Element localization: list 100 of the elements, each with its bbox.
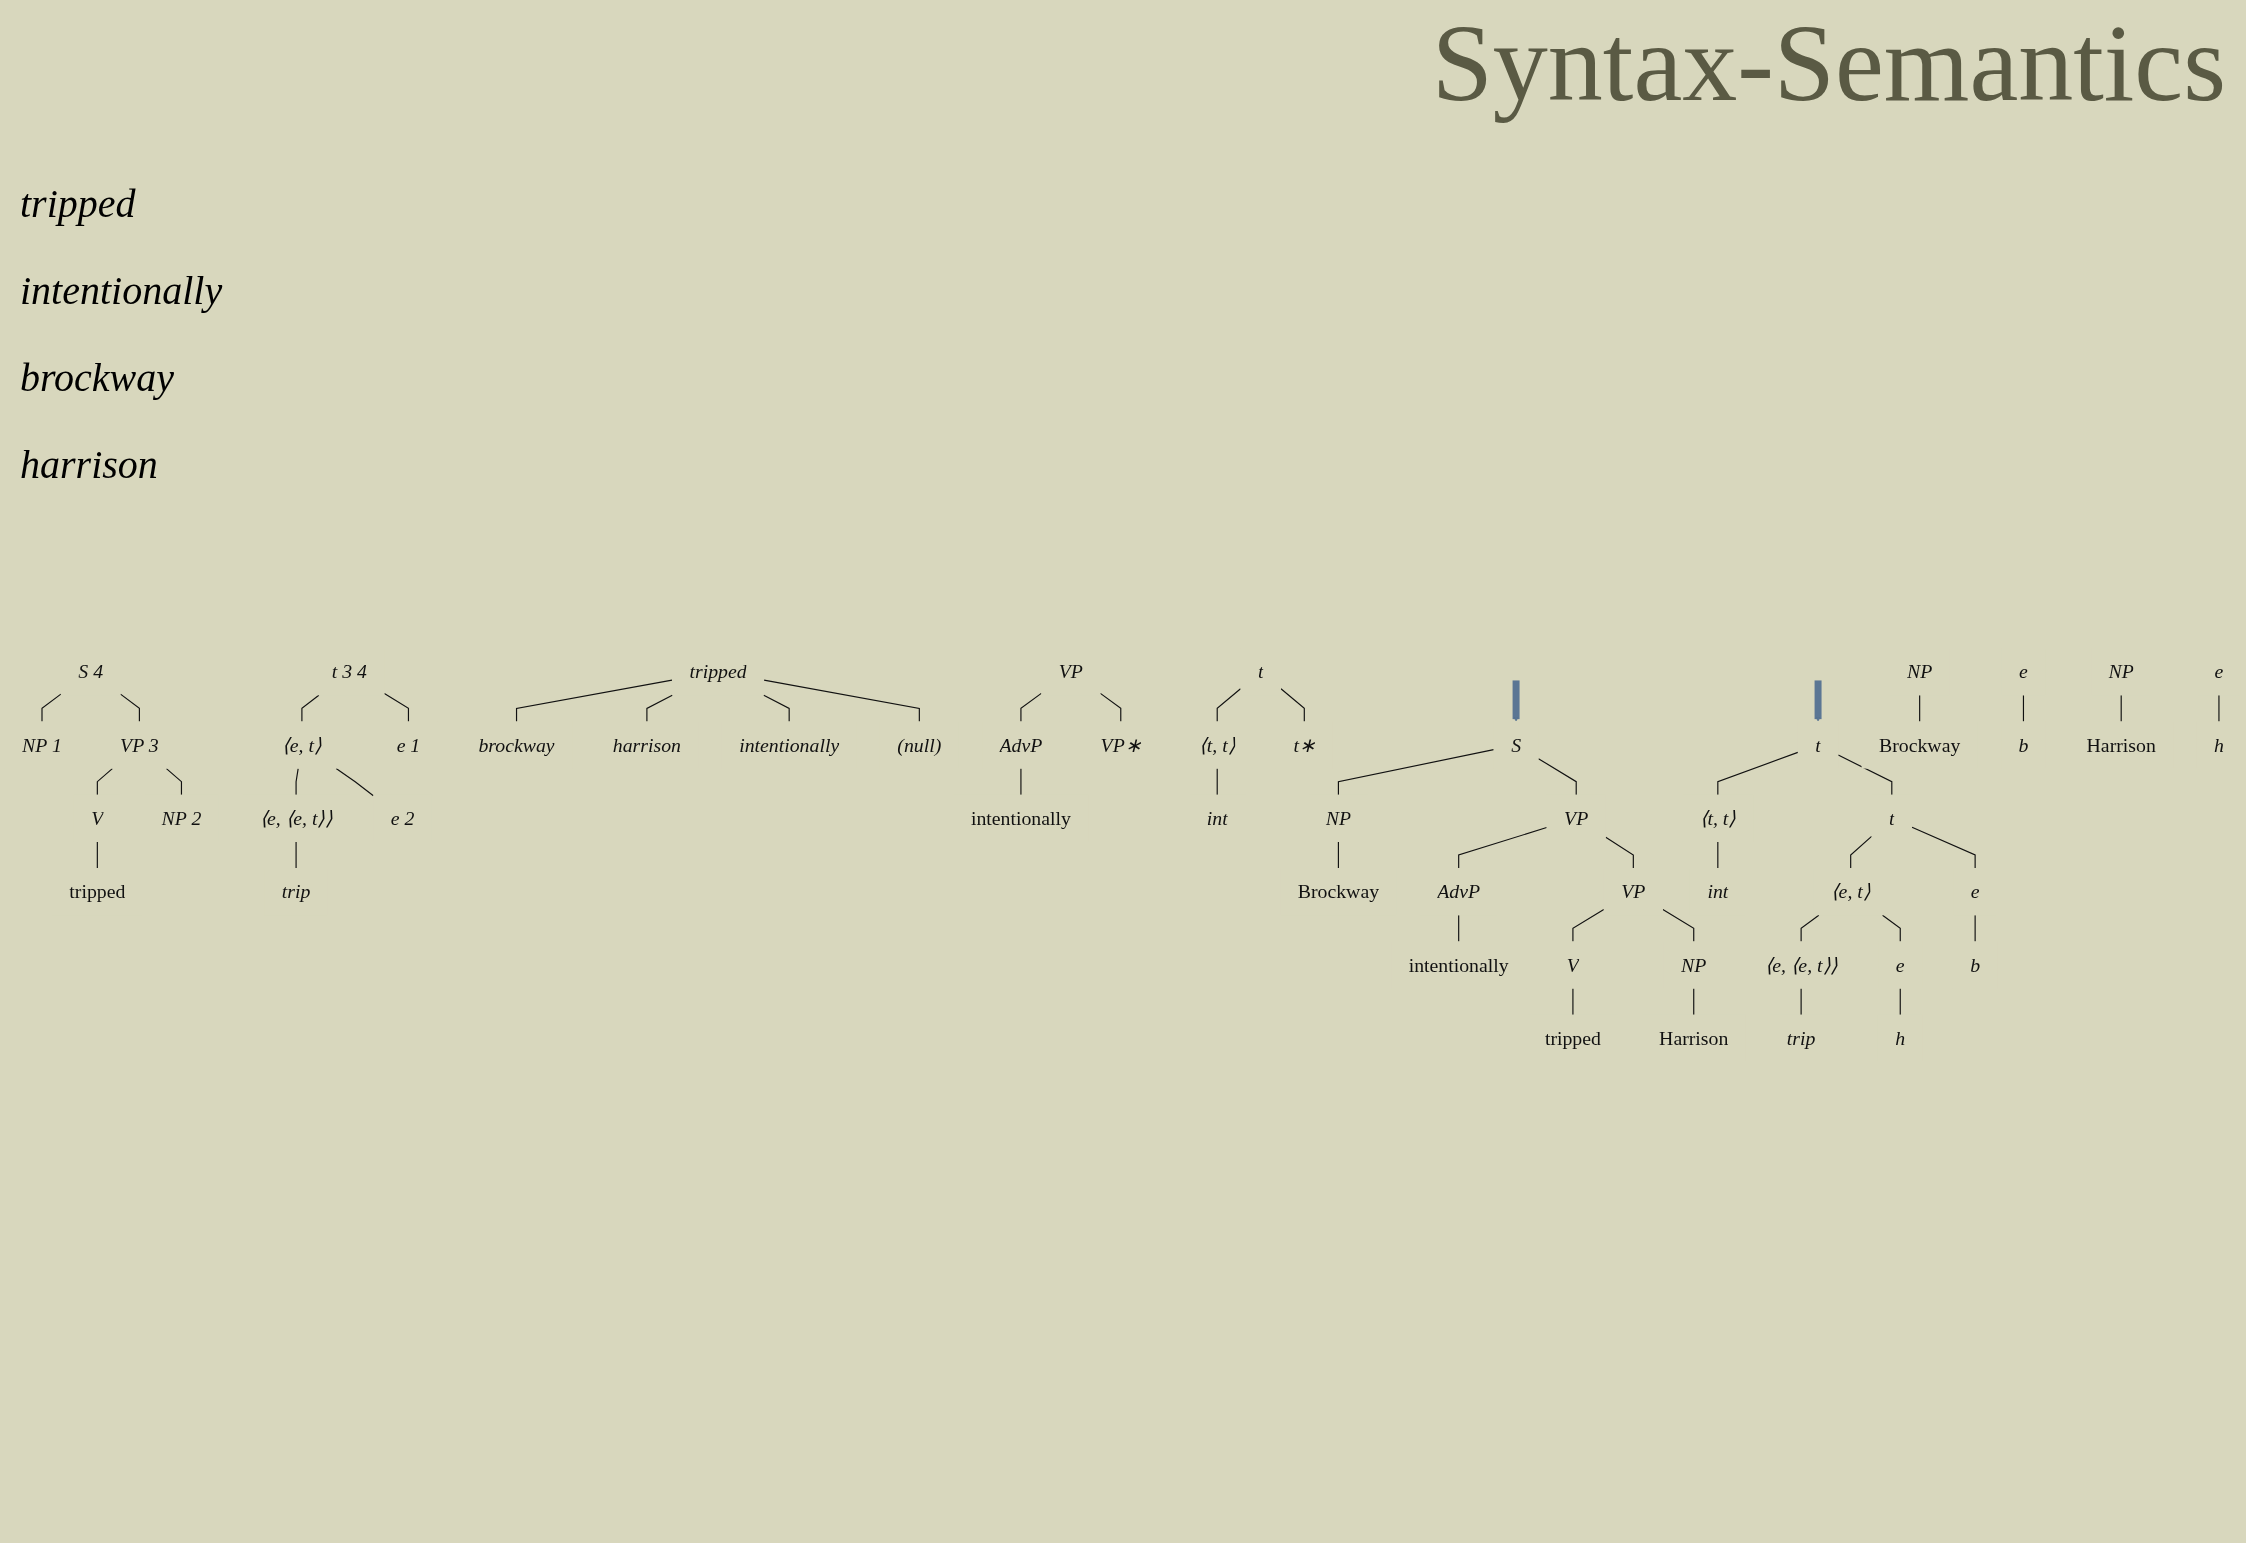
connector [295,841,297,869]
node-text: tripped [689,660,747,683]
node-text: VP∗ [1100,734,1142,756]
connector [1020,768,1022,796]
node-text: e [1895,954,1905,976]
node-text: h [2214,734,2224,756]
node-text: NP [1681,954,1707,976]
node-text: t [1889,807,1895,830]
connector [301,694,320,723]
node-text: e [2214,660,2224,683]
node-text: tripped [1544,1027,1601,1050]
node-text: VP 3 [120,734,159,756]
tree-label: harrison [20,441,159,488]
connector [515,679,673,723]
connector [2022,694,2025,723]
node-text: ⟨t, t⟩ [1199,734,1236,756]
connector [1800,987,1802,1016]
connector [335,768,374,797]
node-text: intentionally [970,807,1071,830]
connector [1800,914,1820,942]
node-text: t [1258,660,1264,683]
tree-label: tripped [20,180,137,227]
node-text: ⟨e, t⟩ [1831,880,1871,903]
connector [763,694,790,723]
connector [646,694,673,723]
connector [1099,692,1122,723]
node-text: e [2019,660,2028,683]
connector [1537,758,1577,796]
node-text: NP 2 [161,807,202,830]
node-text: t 3 4 [331,660,367,683]
connector [1717,841,1719,869]
node-text: VP [1058,660,1083,683]
node-text: NP [1907,660,1933,683]
tree-label: intentionally [20,267,223,314]
node-text: S 4 [78,660,104,683]
node-text: AdvP [1437,880,1481,903]
node-text: AdvP [999,734,1043,756]
node-text: V [1566,954,1579,976]
connector [2120,694,2122,723]
node-text: Brockway [1297,880,1380,903]
node-text: brockway [478,734,555,756]
connector [1458,914,1460,942]
node-text: VP [1564,807,1589,830]
connector [763,679,920,723]
node-text: intentionally [739,734,840,756]
connector [295,768,299,796]
node-text: trip [281,880,311,903]
connector [1216,688,1242,723]
node-text: trip [1786,1027,1816,1050]
connector [1974,914,1976,942]
node-text: tripped [69,880,126,903]
connector [119,693,140,723]
connector [1572,987,1574,1016]
connector [1899,987,1901,1016]
node-text: S [1511,734,1522,756]
connector [96,841,98,869]
connector [1662,909,1695,942]
connector [1605,836,1634,869]
connector [1020,692,1042,723]
node-text: NP [1325,807,1352,830]
node-text: NP 1 [22,734,62,756]
node-text: harrison [612,734,681,756]
connector [1572,909,1605,942]
connector [96,768,113,796]
connector [1337,749,1495,796]
node-text: t∗ [1293,734,1316,756]
node-text: intentionally [1408,954,1509,976]
node-text: h [1895,1027,1906,1050]
connector [165,768,183,796]
connector [1919,694,1921,723]
title: Syntax-Semantics [1431,1,2226,126]
connector [1458,826,1548,869]
node-text: e [1970,880,1980,903]
node-text: V [91,807,104,830]
node-text: ⟨e, ⟨e, t⟩⟩ [1764,954,1838,976]
node-text: ⟨e, ⟨e, t⟩⟩ [259,807,333,830]
node-text: Brockway [1879,734,1961,756]
connector [2218,694,2220,723]
connector [41,693,62,723]
connector [383,692,410,723]
node-text: Harrison [1659,1027,1729,1050]
connector [1881,914,1901,942]
connector [1850,835,1873,869]
node-text: ⟨e, t⟩ [282,734,322,756]
node-text: ⟨t, t⟩ [1699,807,1736,830]
connector [1280,688,1305,723]
node-text: NP [2108,660,2134,683]
connector [1837,754,1893,796]
connector [1717,751,1799,796]
node-text: e 1 [396,734,421,756]
node-text: e 2 [390,807,415,830]
node-text: VP [1621,880,1646,903]
node-text: b [2018,734,2029,756]
node-text: int [1206,807,1228,830]
node-text: (null) [897,734,942,756]
connector [1216,768,1218,796]
node-text: int [1707,880,1729,903]
connector [1337,841,1339,869]
node-text: Harrison [2086,734,2156,756]
node-text: b [1970,954,1981,976]
